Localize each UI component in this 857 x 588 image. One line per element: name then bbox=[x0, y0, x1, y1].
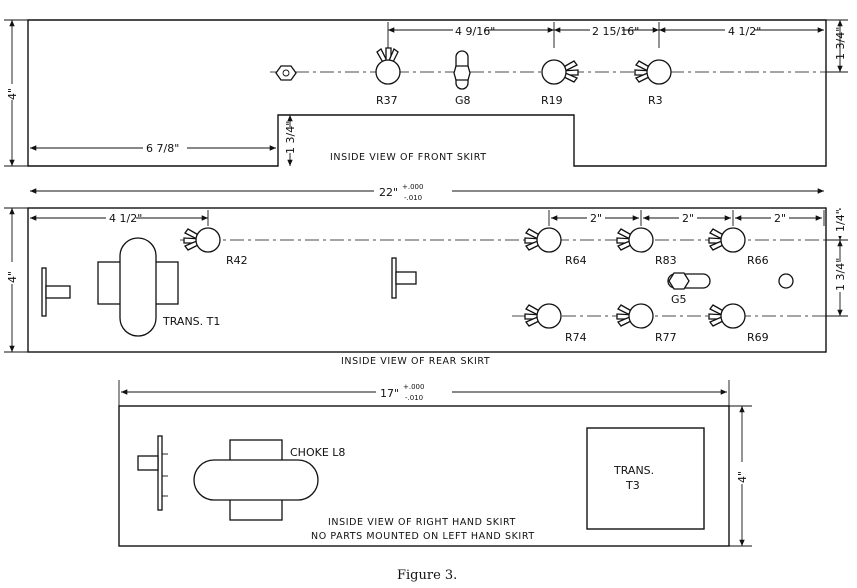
rear-skirt-outline bbox=[27, 207, 827, 353]
tol-22-minus: -.010 bbox=[404, 194, 422, 202]
dim-spacing-3: 2" bbox=[774, 212, 786, 225]
hex-nut bbox=[275, 65, 297, 81]
figure-caption: Figure 3. bbox=[397, 568, 457, 583]
overall-length-22: 22" +.000 -.010 bbox=[29, 180, 824, 204]
dim-step-length: 6 7/8" bbox=[146, 142, 179, 155]
label-g5: G5 bbox=[671, 293, 687, 306]
terminal-left bbox=[41, 267, 71, 317]
label-r69: R69 bbox=[747, 331, 769, 344]
rear-skirt: TRANS. T1 R42 G5 R64 R83 R66 R74 R77 R69 bbox=[4, 207, 848, 353]
label-trans-t3-line2: T3 bbox=[625, 479, 640, 492]
pot-r83 bbox=[616, 227, 654, 253]
dim-r3-end: 4 1/2" bbox=[728, 25, 761, 38]
transformer-t3 bbox=[586, 427, 705, 530]
dim-17: 17" bbox=[380, 387, 399, 400]
caption-front-skirt: INSIDE VIEW OF FRONT SKIRT bbox=[330, 152, 487, 163]
caption-rear-skirt: INSIDE VIEW OF REAR SKIRT bbox=[341, 356, 490, 367]
pot-r69 bbox=[708, 303, 746, 329]
dim-top-row-offset: 1/4" bbox=[834, 209, 847, 232]
tol-22-plus: +.000 bbox=[402, 183, 423, 191]
pot-r3 bbox=[634, 59, 672, 85]
front-skirt-outline bbox=[27, 19, 827, 167]
tol-17-plus: +.000 bbox=[403, 383, 424, 391]
label-trans-t3-line1: TRANS. bbox=[613, 464, 654, 477]
choke-l8 bbox=[193, 439, 319, 521]
label-trans-t1: TRANS. T1 bbox=[162, 315, 220, 328]
label-r77: R77 bbox=[655, 331, 677, 344]
dim-spacing-2: 2" bbox=[682, 212, 694, 225]
pot-r77 bbox=[616, 303, 654, 329]
dim-front-height: 4" bbox=[6, 88, 19, 100]
pot-r42 bbox=[183, 227, 221, 253]
pot-r37 bbox=[375, 47, 401, 85]
label-r83: R83 bbox=[655, 254, 677, 267]
terminal-right-skirt bbox=[137, 435, 168, 511]
dim-right-height: 4" bbox=[736, 471, 749, 483]
dim-22: 22" bbox=[379, 186, 398, 199]
label-r42: R42 bbox=[226, 254, 248, 267]
label-r3: R3 bbox=[648, 94, 663, 107]
jack-g8 bbox=[453, 50, 471, 90]
dim-step-height: 1 3/4" bbox=[284, 121, 297, 154]
label-r19: R19 bbox=[541, 94, 563, 107]
dim-r37-r19: 4 9/16" bbox=[455, 25, 495, 38]
pot-r74 bbox=[524, 303, 562, 329]
pot-r66 bbox=[708, 227, 746, 253]
caption-right-skirt: INSIDE VIEW OF RIGHT HAND SKIRT bbox=[328, 517, 516, 528]
dim-front-row: 1 3/4" bbox=[834, 27, 847, 60]
label-r66: R66 bbox=[747, 254, 769, 267]
terminal-middle bbox=[391, 257, 417, 299]
mounting-hole bbox=[778, 273, 794, 289]
front-skirt: R37 G8 R19 R3 4 9/16" 2 15/16" 4 1/2" 1 … bbox=[4, 19, 848, 167]
pot-r64 bbox=[524, 227, 562, 253]
label-r74: R74 bbox=[565, 331, 587, 344]
tol-17-minus: -.010 bbox=[405, 394, 423, 402]
pot-r19 bbox=[541, 59, 579, 85]
transformer-t1 bbox=[97, 237, 179, 337]
dim-spacing-1: 2" bbox=[590, 212, 602, 225]
dim-r19-r3: 2 15/16" bbox=[592, 25, 639, 38]
caption-left-skirt-note: NO PARTS MOUNTED ON LEFT HAND SKIRT bbox=[311, 531, 535, 542]
label-r37: R37 bbox=[376, 94, 398, 107]
right-skirt-outline bbox=[118, 405, 730, 547]
dim-r42-left: 4 1/2" bbox=[109, 212, 142, 225]
right-skirt: 17" +.000 -.010 CHOKE L8 TRANS. T3 INSID… bbox=[118, 380, 752, 547]
label-choke-l8: CHOKE L8 bbox=[290, 446, 345, 459]
jack-g5 bbox=[667, 272, 711, 290]
label-r64: R64 bbox=[565, 254, 587, 267]
label-g8: G8 bbox=[455, 94, 471, 107]
dim-rear-height: 4" bbox=[6, 271, 19, 283]
dim-row-spacing: 1 3/4" bbox=[834, 258, 847, 291]
